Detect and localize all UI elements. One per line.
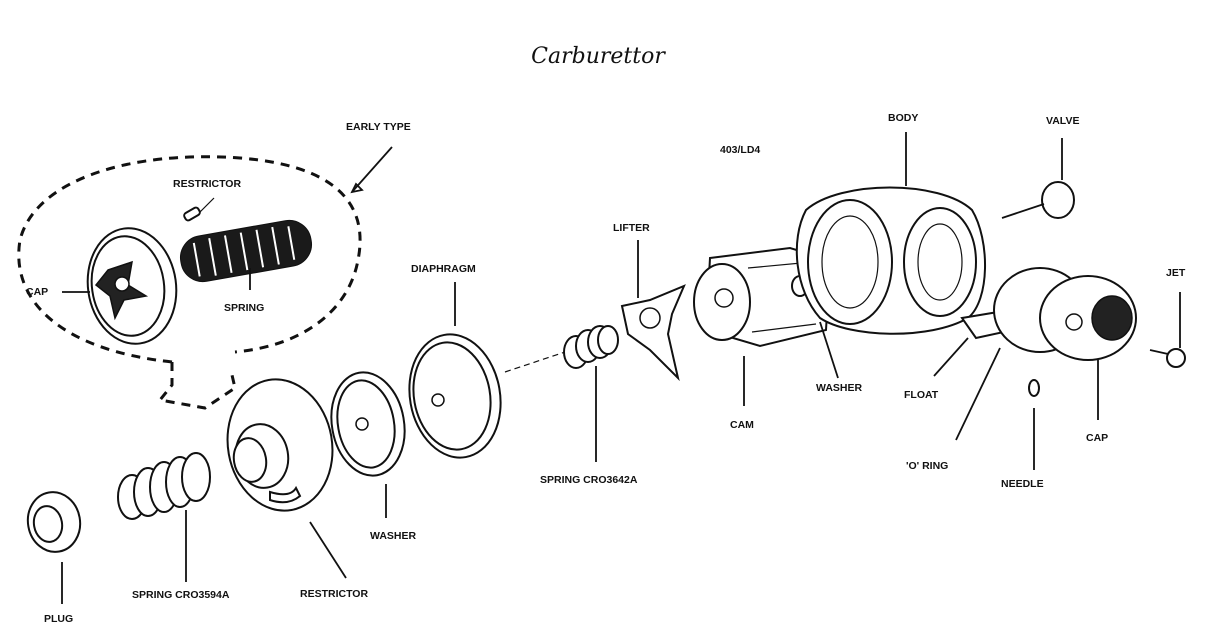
right-cap-part [1039, 275, 1137, 361]
label-lifter: LIFTER [613, 222, 650, 234]
label-early-cap: CAP [26, 286, 48, 298]
diagram-title: Carburettor [531, 44, 666, 69]
label-early-type: EARLY TYPE [346, 121, 411, 133]
label-cam: CAM [730, 419, 754, 431]
label-body: BODY [888, 112, 918, 124]
label-float: FLOAT [904, 389, 939, 401]
early-spring-part [179, 219, 313, 283]
restrictor-part [226, 378, 334, 512]
label-valve: VALVE [1046, 115, 1079, 127]
label-cam-washer: WASHER [816, 382, 863, 394]
early-restrictor-part [183, 197, 215, 222]
label-spring-cro3594a: SPRING CRO3594A [132, 589, 230, 601]
jet-part [1149, 348, 1186, 368]
label-spring-cro3642a: SPRING CRO3642A [540, 474, 638, 486]
early-type-enclosure [17, 146, 393, 410]
plug-part [26, 491, 82, 553]
needle-part [1028, 379, 1040, 397]
label-jet: JET [1166, 267, 1186, 279]
lifter-part [620, 284, 686, 382]
label-needle: NEEDLE [1001, 478, 1044, 490]
label-early-restrictor: RESTRICTOR [173, 178, 241, 190]
spring-cro3642a-part [563, 325, 619, 369]
label-plug: PLUG [44, 613, 73, 625]
diaphragm-part [408, 333, 502, 459]
label-403-ld4: 403/LD4 [720, 144, 760, 156]
valve-part [1001, 181, 1075, 219]
spring-cro3594a-part [117, 452, 211, 520]
label-restrictor: RESTRICTOR [300, 588, 368, 600]
label-washer: WASHER [370, 530, 417, 542]
label-early-spring: SPRING [224, 302, 264, 314]
leader-lines [61, 132, 1181, 604]
label-right-cap: CAP [1086, 432, 1108, 444]
body-part [795, 186, 986, 335]
early-cap-part [86, 227, 178, 345]
washer-part [330, 371, 406, 477]
label-diaphragm: DIAPHRAGM [411, 263, 476, 275]
label-o-ring: 'O' RING [906, 460, 948, 472]
